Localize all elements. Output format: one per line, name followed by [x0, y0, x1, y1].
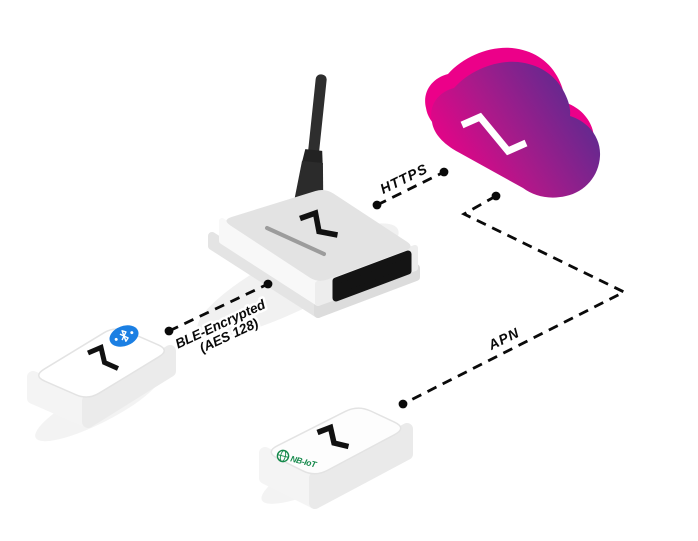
- https-dashed-line: [376, 170, 445, 207]
- nbiot-device: NB-IoT: [259, 407, 413, 509]
- gateway-top-face: [226, 189, 411, 281]
- nbiot-face-right: [309, 423, 413, 509]
- https-endpoint-dot-cloud: [439, 167, 449, 177]
- gateway-bolt-icon: [299, 209, 339, 238]
- https-endpoint-dot-gateway: [372, 200, 382, 210]
- cloud-service: [425, 47, 601, 198]
- antenna-rod: [307, 74, 327, 159]
- cloud-bolt-icon: [460, 112, 528, 156]
- gateway-device: [219, 189, 418, 306]
- beacon-face-right: [82, 345, 176, 428]
- apn-dashed-path: [402, 194, 628, 406]
- connection-apn: APN: [398, 191, 628, 409]
- antenna-joint: [301, 149, 323, 166]
- cloud-front-face: [431, 61, 601, 198]
- https-label: HTTPS: [377, 160, 430, 197]
- globe-equator: [277, 454, 289, 458]
- gateway-status-slot: [332, 250, 412, 302]
- apn-endpoint-dot-cloud: [491, 191, 501, 201]
- apn-label: APN: [485, 324, 522, 353]
- https-label-group: HTTPS: [375, 158, 433, 200]
- ble-endpoint-dot-gateway: [263, 279, 273, 289]
- ble-endpoint-dot-beacon: [164, 326, 174, 336]
- ble-beacon-device: [27, 325, 176, 428]
- ble-dashed-line: [168, 282, 269, 333]
- bluetooth-icon: [109, 325, 139, 347]
- nbiot-bolt-icon: [316, 423, 350, 450]
- gateway-vent-stripe: [265, 226, 326, 256]
- apn-label-group: APN: [482, 322, 524, 356]
- bluetooth-rune: [119, 330, 129, 342]
- gateway-antenna: [293, 74, 327, 208]
- apn-endpoint-dot-nbiot: [398, 399, 408, 409]
- bluetooth-dot-left: [114, 337, 118, 341]
- connection-https: HTTPS: [372, 158, 449, 210]
- bluetooth-dot-right: [130, 331, 134, 335]
- beacon-bolt-icon: [87, 344, 120, 371]
